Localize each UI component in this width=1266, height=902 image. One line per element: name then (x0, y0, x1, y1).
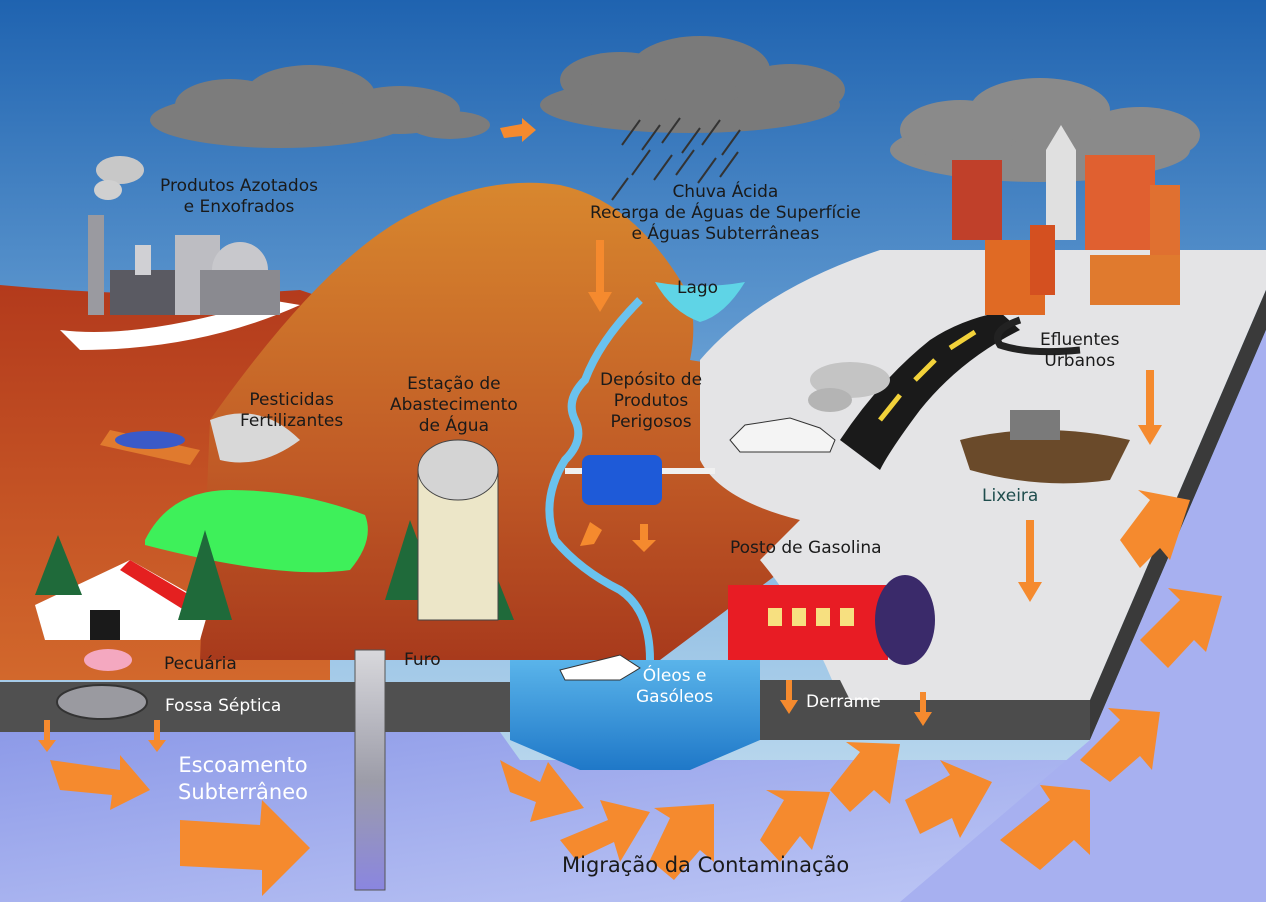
stream (545, 297, 654, 661)
septic-tank (56, 684, 148, 720)
borehole (354, 649, 386, 891)
label-urban-effluents: Efluentes Urbanos (1040, 330, 1120, 371)
label-lake: Lago (677, 278, 719, 298)
label-borehole: Furo (404, 650, 441, 670)
water-silo (417, 439, 499, 621)
lake (655, 282, 745, 322)
label-livestock: Pecuária (164, 654, 237, 674)
pig (84, 649, 132, 671)
label-nitrogen-sulfur-products: Produtos Azotados e Enxofrados (160, 176, 318, 217)
label-septic-tank: Fossa Séptica (165, 696, 282, 716)
label-acid-rain: Chuva Ácida Recarga de Águas de Superfíc… (590, 182, 861, 244)
city-buildings (952, 125, 1180, 315)
label-spill: Derrame (806, 692, 881, 712)
car-illustration (729, 362, 890, 453)
crop-plane (100, 413, 300, 465)
label-water-supply-station: Estação de Abastecimento de Água (390, 374, 518, 436)
contamination-arrows (38, 240, 1222, 896)
groundwater-right (900, 330, 1266, 902)
oil-pool (510, 660, 760, 770)
factory-illustration (60, 156, 300, 350)
label-gas-station: Posto de Gasolina (730, 538, 882, 558)
label-groundwater-flow: Escoamento Subterrâneo (178, 753, 308, 804)
label-contamination-migration: Migração da Contaminação (562, 853, 850, 877)
cloud-center (540, 36, 845, 133)
label-pesticides-fertilizers: Pesticidas Fertilizantes (240, 390, 344, 431)
gas-station (728, 575, 935, 665)
wind-arrow (500, 118, 536, 142)
boat (559, 654, 641, 681)
landfill-illustration (960, 410, 1130, 484)
label-hazardous-deposit: Depósito de Produtos Perigosos (600, 370, 703, 432)
hazard-barrels (565, 455, 715, 505)
label-landfill: Lixeira (982, 486, 1039, 506)
effluent-stream (994, 316, 1081, 356)
cloud-left (150, 65, 490, 148)
road (840, 312, 1020, 470)
acid-rain (611, 117, 741, 201)
road-markings (878, 329, 977, 422)
label-oils-diesel: Óleos e Gasóleos (636, 666, 714, 707)
